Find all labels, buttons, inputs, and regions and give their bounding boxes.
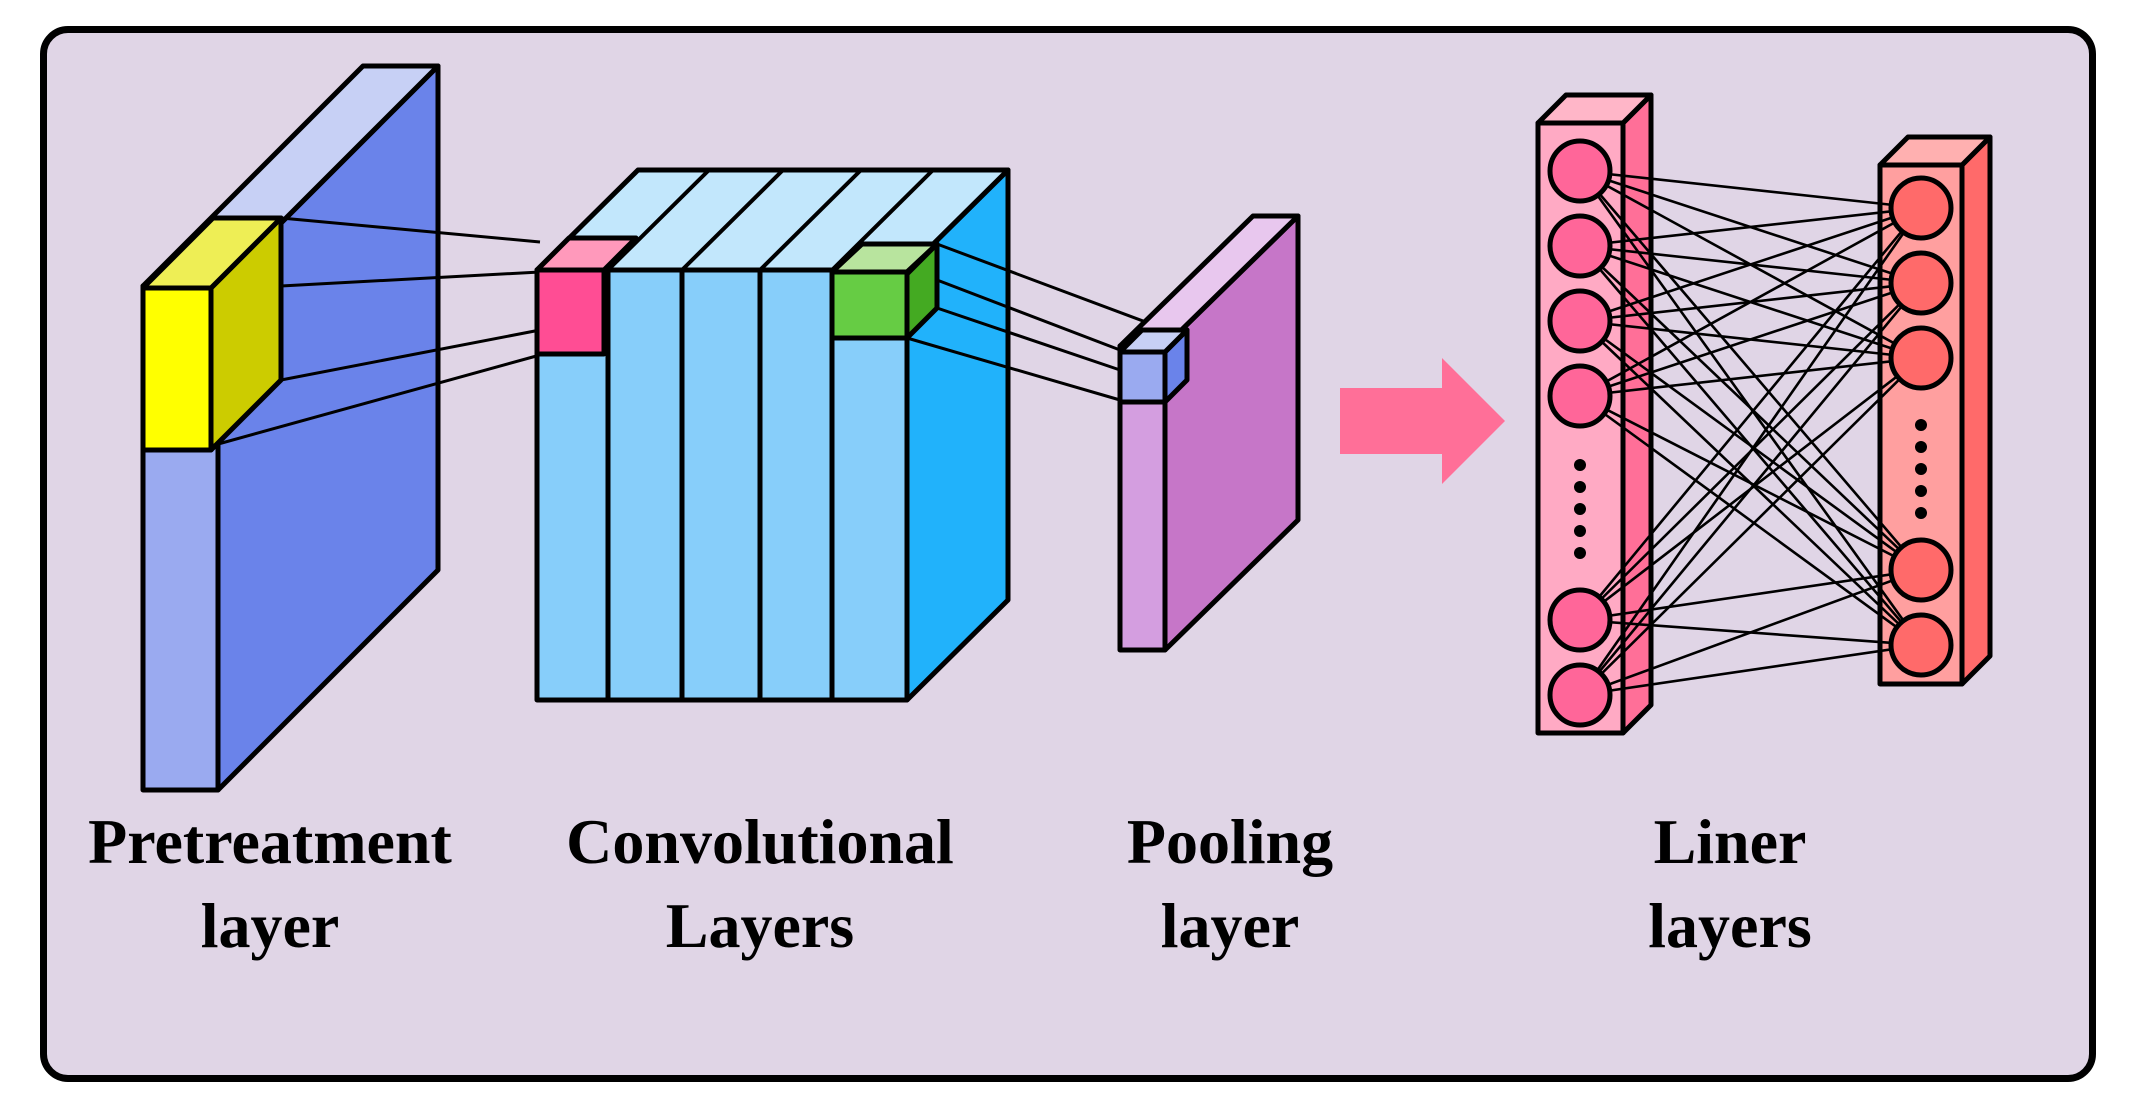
input-neuron xyxy=(1547,213,1613,279)
neuron-connection-line xyxy=(1579,169,1922,210)
input-neuron xyxy=(1547,363,1613,429)
input-neuron xyxy=(1547,288,1613,354)
neuron-connection-line xyxy=(1579,170,1922,571)
neuron-connections xyxy=(1578,169,1923,697)
input-neuron xyxy=(1547,662,1613,728)
output-neuron xyxy=(1888,537,1954,603)
neuron-connection-line xyxy=(1578,207,1923,696)
neuron-connection-line xyxy=(1579,206,1922,323)
neuron-connection-line xyxy=(1579,357,1922,696)
neuron-connection-line xyxy=(1578,207,1923,621)
output-neuron xyxy=(1888,325,1954,391)
convolutional-layers-label: Convolutional Layers xyxy=(510,800,1010,968)
conv-slice-3 xyxy=(679,267,763,703)
input-neuron xyxy=(1547,587,1613,653)
conv-slice-4 xyxy=(757,267,835,703)
pretreatment-layer-block xyxy=(140,63,441,793)
pooling-kernel-front xyxy=(1117,349,1168,405)
ellipsis-dot xyxy=(1574,547,1586,559)
pretreatment-label-line1: Pretreatment xyxy=(88,806,452,877)
pooling-layer-block xyxy=(1117,213,1301,653)
neuron-connection-line xyxy=(1579,206,1922,398)
neuron-connection-line xyxy=(1578,282,1923,696)
conv-slice-2 xyxy=(605,267,685,703)
ellipsis-dot xyxy=(1915,485,1927,497)
conv-pink-kernel-front xyxy=(534,267,607,357)
ellipsis-dot xyxy=(1574,459,1586,471)
ellipsis-dot xyxy=(1574,481,1586,493)
convolutional-label-line1: Convolutional xyxy=(566,806,954,877)
neuron-connection-line xyxy=(1579,206,1922,248)
flow-arrow xyxy=(1340,358,1505,484)
neuron-connection-line xyxy=(1579,394,1922,572)
convolutional-layers-block xyxy=(534,167,1011,703)
liner-label-line1: Liner xyxy=(1653,806,1807,877)
conv-slice-5 xyxy=(829,267,910,703)
pretreatment-kernel-front xyxy=(140,285,214,453)
pooling-label-line2: layer xyxy=(1160,890,1300,961)
convolutional-label-line2: Layers xyxy=(665,890,855,961)
ellipsis-dot xyxy=(1915,441,1927,453)
neuron-connection-line xyxy=(1579,643,1922,697)
liner-label-line2: layers xyxy=(1648,890,1812,961)
pretreatment-label-line2: layer xyxy=(200,890,340,961)
conv-green-kernel-front xyxy=(829,269,910,341)
pretreatment-layer-label: Pretreatment layer xyxy=(20,800,520,968)
pooling-layer-label: Pooling layer xyxy=(1040,800,1420,968)
neuron-connection-line xyxy=(1579,281,1922,398)
ellipsis-dot xyxy=(1915,419,1927,431)
conv-to-pooling-connections xyxy=(906,242,1168,402)
ellipsis-dots xyxy=(1574,419,1927,559)
liner-layers-label: Liner layers xyxy=(1560,800,1900,968)
neuron-connection-line xyxy=(1579,568,1922,697)
pooling-label-line1: Pooling xyxy=(1126,806,1334,877)
ellipsis-dot xyxy=(1574,525,1586,537)
neuron-connection-line xyxy=(1579,245,1922,571)
ellipsis-dot xyxy=(1574,503,1586,515)
pretreatment-to-conv-connections xyxy=(210,216,541,448)
input-neuron xyxy=(1547,138,1613,204)
output-neuron xyxy=(1888,612,1954,678)
output-neurons xyxy=(1888,175,1954,678)
neuron-connection-line xyxy=(1579,319,1922,572)
liner-output-side-face xyxy=(1959,134,1993,687)
output-neuron xyxy=(1888,175,1954,241)
output-neuron xyxy=(1888,250,1954,316)
neuron-connection-line xyxy=(1579,356,1922,398)
ellipsis-dot xyxy=(1915,507,1927,519)
neuron-connection-line xyxy=(1579,394,1922,647)
input-neurons xyxy=(1547,138,1613,728)
ellipsis-dot xyxy=(1915,463,1927,475)
